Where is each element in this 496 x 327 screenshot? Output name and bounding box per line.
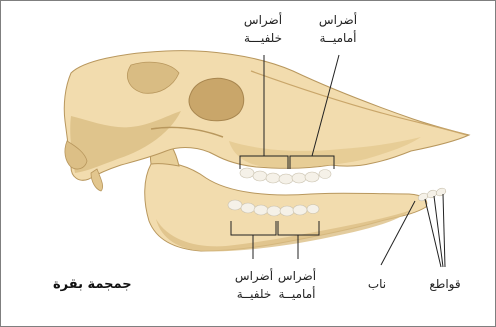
label-canine: ناب [357, 275, 397, 293]
diagram-caption: جمجمة بقرة [53, 277, 132, 292]
upper-back-molars-line1: أضراس [233, 11, 293, 29]
incisor-teeth [417, 187, 447, 203]
upper-molars [240, 168, 331, 184]
eye-orbit [189, 78, 244, 120]
incisor-leader-3 [443, 194, 445, 267]
canine-text: ناب [357, 275, 397, 293]
upper-back-molars-line2: خلفيـــة [233, 29, 293, 47]
label-upper-front-molars: أضراس أماميــة [305, 11, 371, 47]
incisors-text: قواطع [417, 275, 473, 293]
lower-front-molars-line2: أماميــة [265, 285, 329, 303]
label-upper-back-molars: أضراس خلفيـــة [233, 11, 293, 47]
cranium [64, 51, 469, 191]
lower-front-molars-line1: أضراس [265, 267, 329, 285]
label-lower-front-molars: أضراس أماميــة [265, 267, 329, 303]
upper-front-molars-line1: أضراس [305, 11, 371, 29]
label-incisors: قواطع [417, 275, 473, 293]
upper-front-molars-line2: أماميــة [305, 29, 371, 47]
